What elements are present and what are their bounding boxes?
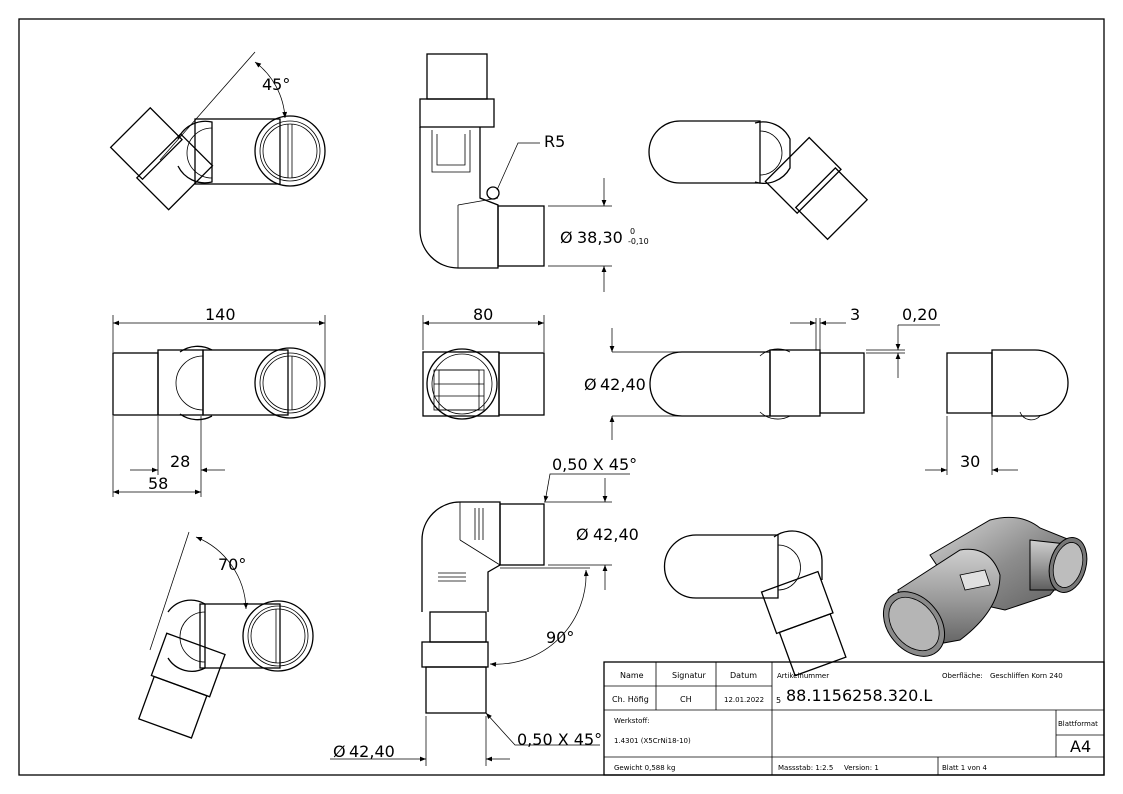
dim-angle-70: 70° <box>218 555 246 574</box>
dim-diameter-bot: 42,40 <box>593 525 639 544</box>
dim-diameter-mid: 42,40 <box>600 375 646 394</box>
dim-80: 80 <box>473 305 493 324</box>
dim-chamfer-top: 0,50 X 45° <box>552 455 637 474</box>
tb-col-datum: Datum <box>730 671 757 680</box>
tb-oberflaeche-label: Oberfläche: <box>942 672 983 680</box>
view-middle-center: 80 <box>422 305 545 420</box>
dim-r5: R5 <box>544 132 565 151</box>
tb-artikel-label: Artikelnummer <box>777 672 829 680</box>
dim-angle-90: 90° <box>546 628 574 647</box>
tb-name: Ch. Höfig <box>612 695 649 704</box>
dim-tol-lower: -0,10 <box>628 237 649 246</box>
dim-28: 28 <box>170 452 190 471</box>
tb-datum: 12.01.2022 <box>724 696 764 704</box>
dim-diameter-symbol-38: Ø <box>560 228 573 247</box>
dim-diameter-symbol-bl: Ø <box>333 742 346 761</box>
dim-30: 30 <box>960 452 980 471</box>
view-top-right-angled <box>648 120 869 241</box>
tb-massstab: Massstab: 1:2.5 <box>778 764 833 772</box>
view-middle-right: Ø 42,40 3 0,20 <box>584 305 940 440</box>
tb-version: Version: 1 <box>844 764 879 772</box>
title-block: Name Signatur Datum Ch. Höfig CH 12.01.2… <box>603 661 1105 776</box>
dim-58: 58 <box>148 474 168 493</box>
tb-werkstoff-label: Werkstoff: <box>614 717 650 725</box>
dim-diameter-bl: 42,40 <box>349 742 395 761</box>
view-bottom-right-angled <box>663 530 847 677</box>
dim-chamfer-bot: 0,50 X 45° <box>517 730 602 749</box>
dim-diameter-38: 38,30 <box>577 228 623 247</box>
tb-artikel-prefix: 5 <box>776 696 781 705</box>
tb-signatur: CH <box>680 695 692 704</box>
dim-diameter-symbol-mid: Ø <box>584 375 597 394</box>
tb-blattformat-label: Blattformat <box>1058 720 1098 728</box>
view-top-center-elbow: R5 Ø 38,30 0 -0,10 <box>419 53 649 292</box>
tb-werkstoff-value: 1.4301 (X5CrNi18-10) <box>614 737 691 745</box>
dim-020: 0,20 <box>902 305 938 324</box>
view-bottom-center-elbow: 0,50 X 45° Ø 42,40 90° 0,50 X 45° Ø 42,4… <box>330 455 639 766</box>
dim-140: 140 <box>205 305 236 324</box>
view-middle-left: 140 28 58 <box>112 305 326 497</box>
tb-gewicht: Gewicht 0,588 kg <box>614 764 675 772</box>
dim-angle-45: 45° <box>262 75 290 94</box>
tb-artikel-number: 88.1156258.320.L <box>786 686 932 705</box>
view-isometric <box>882 516 1088 657</box>
dim-diameter-symbol-bot: Ø <box>576 525 589 544</box>
tb-blatt: Blatt 1 von 4 <box>942 764 988 772</box>
tb-col-signatur: Signatur <box>672 671 707 680</box>
dim-tol-upper: 0 <box>630 227 635 236</box>
dim-3: 3 <box>850 305 860 324</box>
tb-blattformat-value: A4 <box>1070 737 1091 756</box>
view-far-middle-right: 30 <box>925 349 1069 475</box>
view-bottom-left-angled: 70° <box>137 531 314 739</box>
tb-oberflaeche-value: Geschliffen Korn 240 <box>990 672 1063 680</box>
drawing-frame <box>18 18 1105 776</box>
tb-col-name: Name <box>620 671 644 680</box>
view-top-left-angled: 45° <box>109 51 326 211</box>
